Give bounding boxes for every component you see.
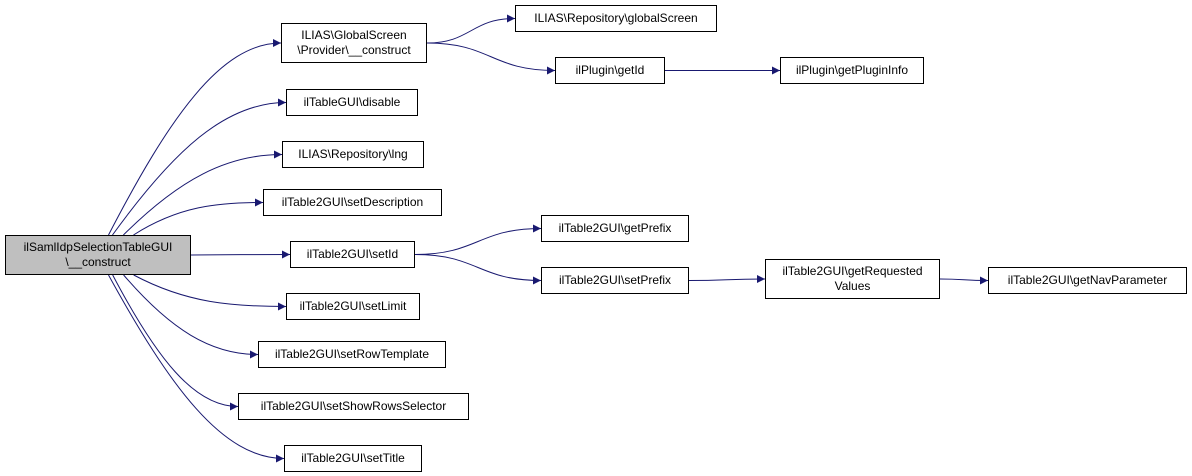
node-label-line: \Provider\__construct — [297, 43, 411, 57]
node-t2-getnavparam[interactable]: ilTable2GUI\getNavParameter — [988, 267, 1187, 294]
node-t2-setshowrows[interactable]: ilTable2GUI\setShowRowsSelector — [238, 393, 469, 420]
node-t2-setid[interactable]: ilTable2GUI\setId — [290, 241, 415, 268]
edge-root-to-t2-setid — [190, 250, 291, 259]
node-repo-globalscreen[interactable]: ILIAS\Repository\globalScreen — [515, 5, 717, 32]
edge-root-to-tablegui-disable — [112, 98, 287, 236]
edge-root-to-t2-setshowrows — [112, 274, 239, 411]
node-t2-setlimit[interactable]: ilTable2GUI\setLimit — [286, 293, 420, 320]
node-label-line: ILIAS\Repository\globalScreen — [534, 11, 698, 25]
edge-root-to-t2-settitle — [108, 274, 285, 463]
node-t2-setrowtemplate[interactable]: ilTable2GUI\setRowTemplate — [258, 341, 446, 368]
node-label-line: ilTable2GUI\setDescription — [281, 195, 424, 209]
edge-t2-getrequested-to-t2-getnavparam — [939, 276, 989, 285]
edge-root-to-t2-setdescription — [133, 198, 264, 236]
node-label-line: ilTable2GUI\setPrefix — [558, 273, 672, 287]
node-label-line: ilTable2GUI\setTitle — [301, 451, 405, 465]
node-label-line: ilPlugin\getId — [575, 63, 645, 77]
node-t2-settitle[interactable]: ilTable2GUI\setTitle — [284, 445, 422, 472]
node-label-line: ILIAS\GlobalScreen — [301, 28, 407, 42]
node-label-line: ilTable2GUI\setId — [306, 247, 399, 261]
node-t2-getprefix[interactable]: ilTable2GUI\getPrefix — [541, 215, 689, 242]
node-label-line: Values — [834, 279, 871, 293]
node-repo-lng[interactable]: ILIAS\Repository\lng — [282, 141, 424, 168]
edge-t2-setprefix-to-t2-getrequested — [688, 275, 766, 284]
node-t2-setdescription[interactable]: ilTable2GUI\setDescription — [263, 189, 442, 216]
edge-root-to-gs-construct — [108, 39, 282, 236]
node-tablegui-disable[interactable]: ilTableGUI\disable — [286, 89, 418, 116]
node-label-line: ilTable2GUI\getNavParameter — [1007, 273, 1168, 287]
node-label-line: ilTable2GUI\getPrefix — [558, 221, 672, 235]
node-label-line: ilTable2GUI\setRowTemplate — [274, 347, 430, 361]
node-gs-construct[interactable]: ILIAS\GlobalScreen\Provider\__construct — [281, 23, 427, 63]
node-plugin-getplugininfo[interactable]: ilPlugin\getPluginInfo — [780, 57, 924, 84]
node-label-line: ilTable2GUI\setLimit — [299, 299, 407, 313]
edge-root-to-t2-setlimit — [133, 274, 287, 311]
node-label-line: ilTable2GUI\getRequested — [782, 264, 923, 278]
node-plugin-getid[interactable]: ilPlugin\getId — [555, 57, 665, 84]
edge-root-to-repo-lng — [123, 150, 283, 236]
node-label-line: ilTableGUI\disable — [303, 95, 401, 109]
edge-root-to-t2-setrowtemplate — [123, 274, 259, 359]
node-root[interactable]: ilSamlIdpSelectionTableGUI\__construct — [5, 235, 191, 275]
edge-gs-construct-to-plugin-getid — [426, 42, 556, 75]
node-label-line: ilTable2GUI\setShowRowsSelector — [260, 399, 447, 413]
node-label-line: ILIAS\Repository\lng — [298, 147, 408, 161]
edge-t2-setid-to-t2-getprefix — [414, 224, 542, 255]
node-label-line: \__construct — [65, 255, 131, 269]
node-label-line: ilPlugin\getPluginInfo — [795, 63, 909, 77]
edge-gs-construct-to-repo-globalscreen — [426, 14, 516, 44]
node-t2-setprefix[interactable]: ilTable2GUI\setPrefix — [541, 267, 689, 294]
node-label-line: ilSamlIdpSelectionTableGUI — [23, 240, 173, 254]
edge-t2-setid-to-t2-setprefix — [414, 254, 542, 285]
